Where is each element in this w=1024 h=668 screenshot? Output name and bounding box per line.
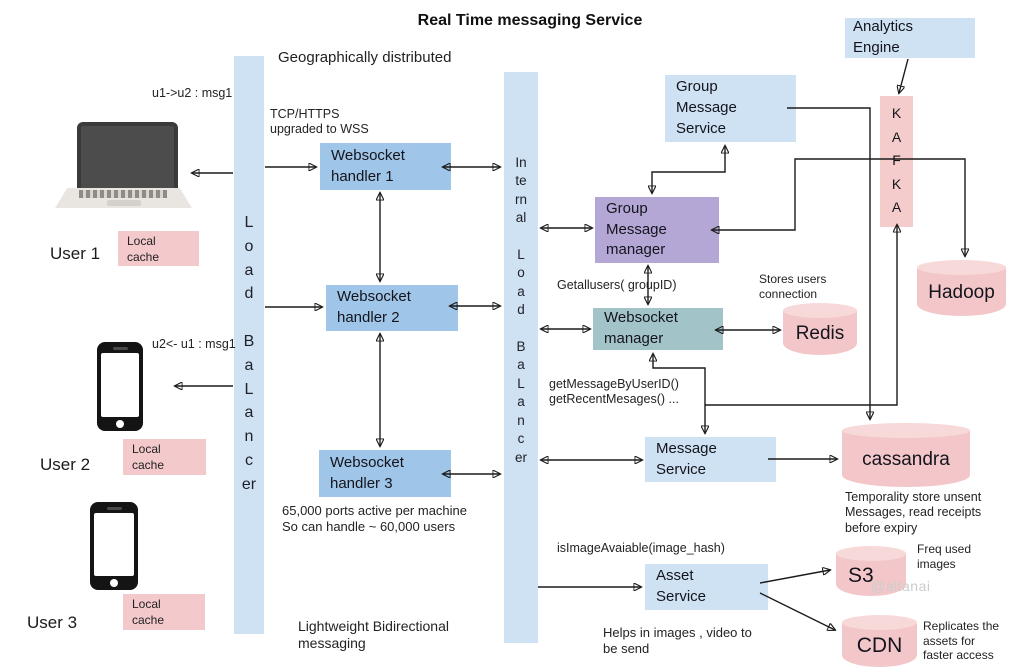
temporality-annotation: Temporality store unsent Messages, read …: [845, 490, 982, 535]
replicates-annotation: Replicates the assets for faster access: [923, 619, 1000, 663]
phone-screen: [94, 513, 134, 576]
websocket-handler-2-box: Websocket handler 2: [326, 285, 458, 331]
websocket-handler-1-box: Websocket handler 1: [320, 143, 451, 190]
analytics-engine-box: Analytics Engine: [845, 18, 975, 58]
cassandra-label: cassandra: [862, 449, 950, 470]
websocket-manager-box: Websocket manager: [593, 308, 723, 350]
user3-label: User 3: [27, 613, 78, 632]
internal-load-balancer-label: In te rn al L o a d B a L a n c er: [514, 155, 527, 465]
redis-cylinder: Redis: [783, 303, 857, 355]
kafka-box: K A F K A: [880, 96, 913, 227]
laptop-touchpad: [107, 200, 141, 206]
laptop-screen: [77, 122, 178, 194]
laptop-keyboard: [79, 190, 167, 198]
phone-speaker: [107, 507, 122, 510]
getallusers-annotation: Getallusers( groupID): [557, 278, 677, 292]
cylinder-top: [842, 615, 917, 630]
redis-label: Redis: [795, 323, 845, 344]
hadoop-label: Hadoop: [928, 282, 995, 303]
cassandra-cylinder: cassandra: [842, 423, 970, 487]
group-message-manager-box: Group Message manager: [595, 197, 719, 263]
helps-images-annotation: Helps in images , video to be send: [603, 625, 752, 656]
ports-annotation: 65,000 ports active per machine So can h…: [282, 503, 467, 535]
phone-icon-user3: [90, 502, 138, 590]
phone-home-button: [110, 579, 118, 587]
stores-users-annotation: Stores users connection: [759, 272, 827, 301]
hadoop-cylinder: Hadoop: [917, 260, 1006, 316]
cylinder-body: [917, 267, 1006, 316]
user2-label: User 2: [40, 455, 91, 474]
phone-icon-user2: [97, 342, 143, 431]
cylinder-top: [836, 546, 906, 561]
load-balancer-label: L o a d B a L a n c er: [241, 214, 257, 493]
websocket-handler-3-box: Websocket handler 3: [319, 450, 451, 497]
message-service-box: Message Service: [645, 437, 776, 482]
subtitle-geographically-distributed: Geographically distributed: [278, 49, 452, 66]
is-image-available-annotation: isImageAvaiable(image_hash): [557, 541, 725, 555]
user3-local-cache-box: Local cache: [123, 594, 205, 630]
get-messages-annotation: getMessageByUserID() getRecentMesages() …: [549, 377, 679, 407]
cylinder-body: [842, 430, 970, 487]
freq-used-annotation: Freq used images: [917, 542, 972, 571]
internal-load-balancer-column: In te rn al L o a d B a L a n c er: [504, 72, 538, 643]
user1-message-annotation: u1->u2 : msg1: [152, 86, 233, 100]
cdn-cylinder: CDN: [842, 615, 917, 667]
tcp-https-annotation: TCP/HTTPS upgraded to WSS: [270, 107, 369, 137]
user1-local-cache-box: Local cache: [118, 231, 199, 266]
user1-label: User 1: [50, 244, 101, 263]
cylinder-top: [917, 260, 1006, 275]
laptop-icon: [55, 120, 192, 210]
cdn-label: CDN: [856, 634, 903, 657]
watermark: @altanai: [871, 578, 931, 594]
user2-local-cache-box: Local cache: [123, 439, 206, 475]
group-message-service-box: Group Message Service: [665, 75, 796, 142]
phone-screen: [101, 353, 139, 417]
cylinder-top: [842, 423, 970, 438]
user2-message-annotation: u2<- u1 : msg1: [152, 337, 236, 351]
asset-service-box: Asset Service: [645, 564, 768, 610]
phone-home-button: [116, 420, 124, 428]
s3-cylinder: S3: [836, 546, 906, 596]
phone-speaker: [113, 347, 128, 350]
lightweight-annotation: Lightweight Bidirectional messaging: [298, 618, 449, 652]
load-balancer-column: L o a d B a L a n c er: [234, 56, 264, 634]
page-title: Real Time messaging Service: [417, 12, 643, 29]
s3-label: S3: [848, 564, 874, 587]
